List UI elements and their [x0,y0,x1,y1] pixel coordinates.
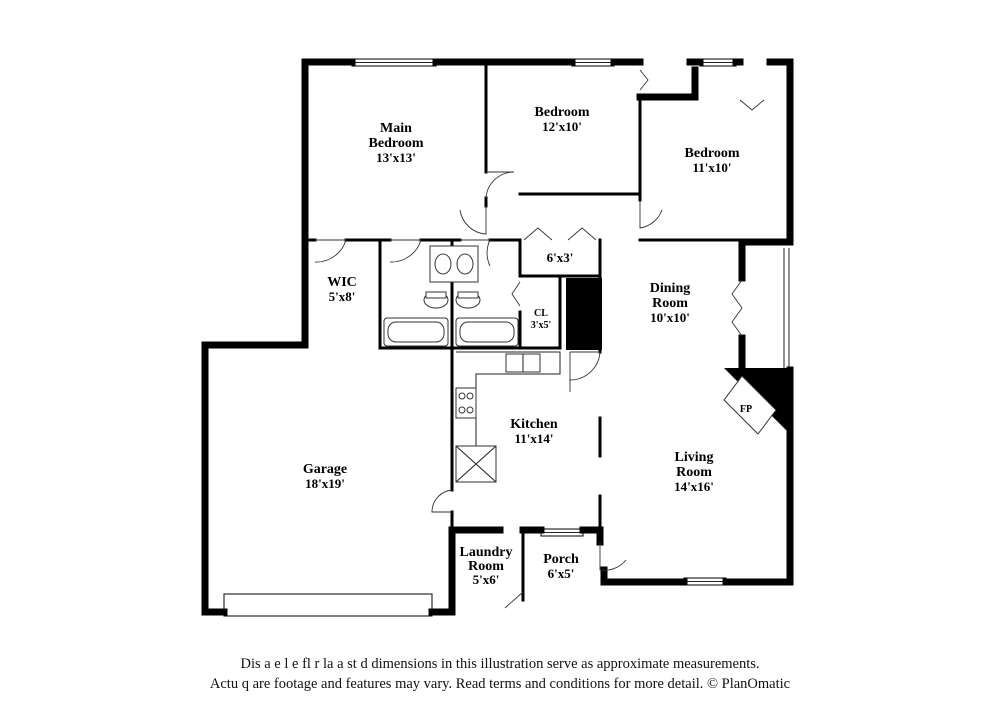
living-room-name-1: Living [675,450,714,465]
exterior-walls [201,58,794,616]
fireplace-label: FP [740,404,752,415]
dining-room-name-2: Room [652,296,688,311]
garage-dims: 18'x19' [305,476,345,491]
bedroom-3-dims: 11'x10' [692,160,731,175]
doors [314,69,765,609]
chimney-block [566,278,602,350]
kitchen-name: Kitchen [510,417,558,432]
laundry-room-dims: 5'x6' [473,572,500,587]
dining-room-name-1: Dining [650,281,690,296]
porch-name: Porch [543,552,579,567]
interior-walls [303,60,792,602]
garage-name: Garage [303,462,347,477]
bedroom-3-name: Bedroom [685,146,740,161]
disclaimer-line-2: Actu q are footage and features may vary… [209,676,791,692]
living-room-name-2: Room [676,465,712,480]
main-bedroom-name-1: Main [380,121,412,136]
fixtures [383,245,561,483]
fireplace-hearth [723,375,777,435]
disclaimer-line-1: Dis a e l e fl r la a st d dimensions in… [240,656,760,672]
dining-room-dims: 10'x10' [650,310,690,325]
main-bedroom-name-2: Bedroom [369,136,424,151]
wic-name: WIC [327,275,357,290]
living-room-dims: 14'x16' [674,479,714,494]
kitchen-dims: 11'x14' [514,431,553,446]
bedroom-2-name: Bedroom [535,105,590,120]
laundry-room-name-1: Laundry [460,545,513,560]
porch-dims: 6'x5' [548,566,575,581]
closet-6x3-dims: 6'x3' [547,250,574,265]
closet-cl-dims: 3'x5' [531,320,552,331]
main-bedroom-dims: 13'x13' [376,150,416,165]
bedroom-2-dims: 12'x10' [542,119,582,134]
wic-dims: 5'x8' [329,289,356,304]
room-labels: Main Bedroom 13'x13' Bedroom 12'x10' Bed… [303,105,752,587]
closet-cl-name: CL [534,308,548,319]
laundry-room-name-2: Room [468,559,504,574]
